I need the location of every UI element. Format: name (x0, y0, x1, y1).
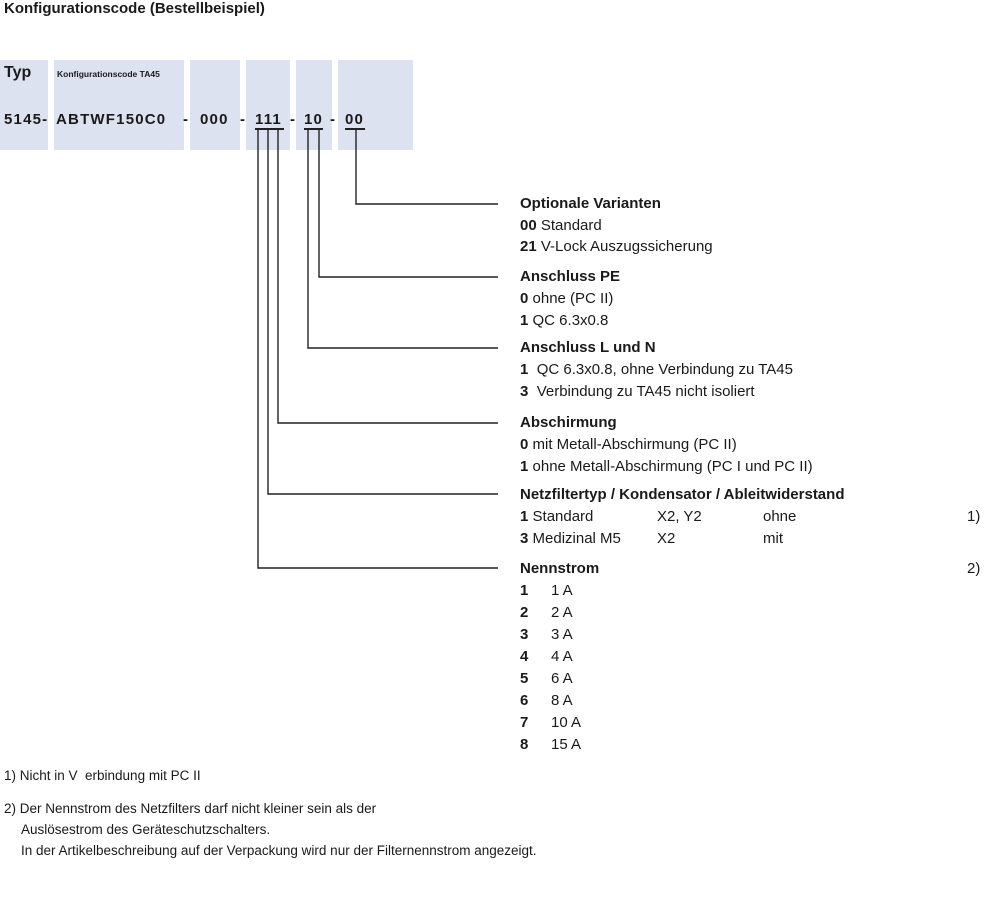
heading-pe: Anschluss PE (520, 268, 621, 285)
code-part-111: 111 (255, 111, 282, 128)
netzfilter-row-3-name: 3 Medizinal M5 (520, 530, 621, 547)
nennstrom-code: 3 (520, 626, 529, 643)
page-title: Konfigurationscode (Bestellbeispiel) (4, 0, 265, 17)
footnote-2-line-2: Auslösestrom des Geräteschutzschalters. (21, 822, 271, 837)
config-box (54, 60, 184, 150)
nennstrom-value: 2 A (551, 604, 573, 621)
nennstrom-value: 10 A (551, 714, 582, 731)
nennstrom-value: 3 A (551, 626, 573, 643)
nennstrom-code: 8 (520, 736, 529, 753)
code-part-type: 5145- (4, 111, 49, 128)
underline-10 (304, 128, 323, 130)
code-part-10: 10 (304, 111, 324, 128)
nennstrom-value: 4 A (551, 648, 573, 665)
nennstrom-value: 6 A (551, 670, 573, 687)
nennstrom-code: 2 (520, 604, 529, 621)
option-row: 0 ohne (PC II) (520, 290, 614, 307)
netzfilter-row-1-res: ohne (763, 508, 797, 525)
leader-pe (318, 130, 498, 278)
code-part-00: 00 (345, 111, 365, 128)
code-sep: - (330, 111, 337, 128)
nennstrom-code: 6 (520, 692, 529, 709)
netzfilter-row-1-name: 1 Standard (520, 508, 594, 525)
leader-netzfilter (267, 130, 498, 495)
leader-nennstrom (257, 130, 498, 569)
nennstrom-value: 8 A (551, 692, 573, 709)
option-row: 00 Standard (520, 217, 602, 234)
heading-optionale: Optionale Varianten (520, 195, 661, 212)
netzfilter-row-1-cap: X2, Y2 (657, 508, 702, 525)
code-sep: - (240, 111, 247, 128)
footnote-2-line-3: In der Artikelbeschreibung auf der Verpa… (21, 843, 537, 858)
code-part-base: ABTWF150C0 (56, 111, 167, 128)
code-sep: - (183, 111, 190, 128)
underline-00 (345, 128, 365, 130)
nennstrom-code: 7 (520, 714, 529, 731)
option-row: 3 Verbindung zu TA45 nicht isoliert (520, 383, 755, 400)
heading-ln: Anschluss L und N (520, 339, 656, 356)
typ-box (0, 60, 48, 150)
typ-label: Typ (4, 64, 32, 81)
option-row: 0 mit Metall-Abschirmung (PC II) (520, 436, 737, 453)
footnote-ref-1: 1) (967, 508, 981, 525)
option-row: 1 QC 6.3x0.8 (520, 312, 609, 329)
option-row: 21 V-Lock Auszugssicherung (520, 238, 713, 255)
nennstrom-code: 5 (520, 670, 529, 687)
footnote-ref-2: 2) (967, 560, 981, 577)
netzfilter-row-3-cap: X2 (657, 530, 676, 547)
leader-ln (307, 130, 498, 349)
config-label: Konfigurationscode TA45 (57, 69, 160, 79)
code-box-10 (296, 60, 332, 150)
heading-abschirmung: Abschirmung (520, 414, 617, 431)
nennstrom-value: 1 A (551, 582, 573, 599)
footnote-2-line-1: 2) Der Nennstrom des Netzfilters darf ni… (4, 801, 377, 816)
netzfilter-row-3-res: mit (763, 530, 783, 547)
nennstrom-code: 4 (520, 648, 529, 665)
heading-netzfilter: Netzfiltertyp / Kondensator / Ableitwide… (520, 486, 845, 503)
heading-nennstrom: Nennstrom (520, 560, 600, 577)
option-row: 1 ohne Metall-Abschirmung (PC I und PC I… (520, 458, 813, 475)
leader-abschirmung (277, 130, 498, 424)
nennstrom-value: 15 A (551, 736, 582, 753)
code-sep: - (290, 111, 297, 128)
underline-111 (255, 128, 284, 130)
option-row: 1 QC 6.3x0.8, ohne Verbindung zu TA45 (520, 361, 793, 378)
code-box-000 (190, 60, 240, 150)
code-box-00 (338, 60, 413, 150)
nennstrom-code: 1 (520, 582, 529, 599)
footnote-1: 1) Nicht in V erbindung mit PC II (4, 768, 201, 783)
code-part-000: 000 (200, 111, 229, 128)
leader-optionale (355, 130, 498, 205)
